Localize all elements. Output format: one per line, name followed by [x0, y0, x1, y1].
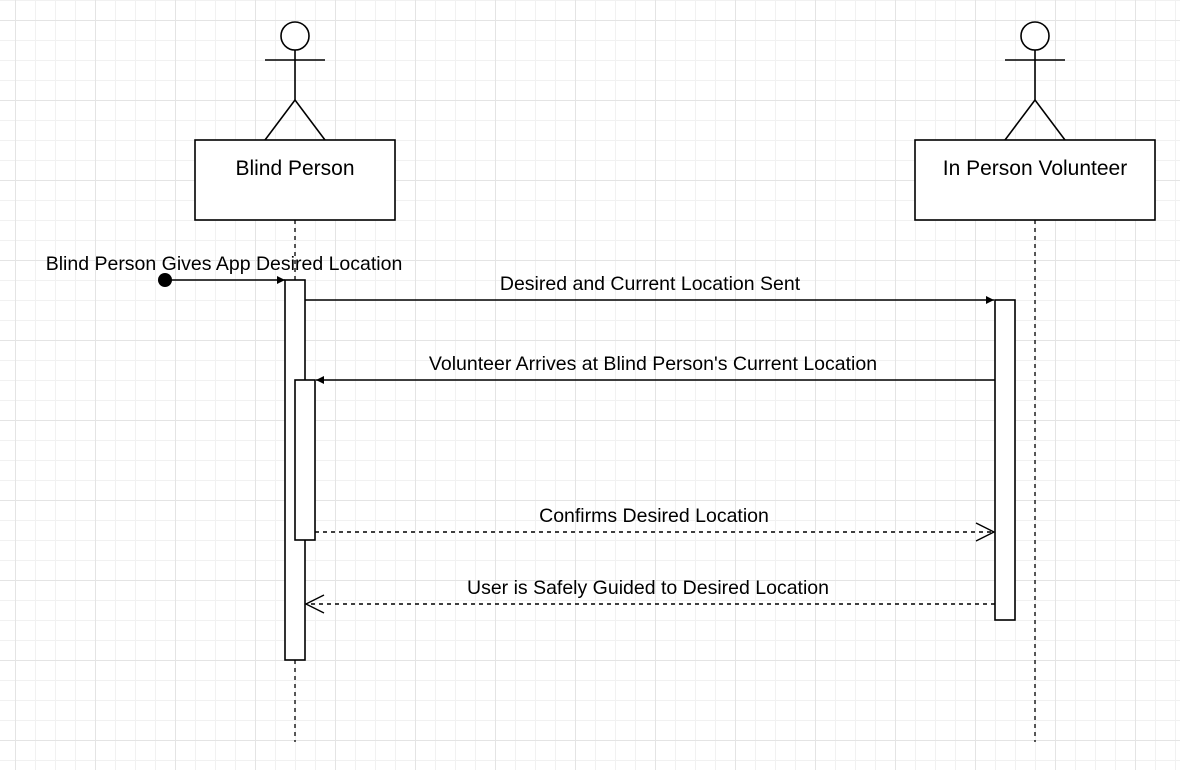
participant-box-blind-person[interactable] — [194, 139, 396, 221]
volunteer-arrives-label: Volunteer Arrives at Blind Person's Curr… — [429, 353, 877, 375]
send-location-label: Desired and Current Location Sent — [500, 273, 801, 295]
guided-arrowhead-icon — [304, 594, 325, 614]
participant-box-volunteer[interactable] — [914, 139, 1156, 221]
activation-bar-volunteer[interactable] — [994, 299, 1016, 621]
participant-label-volunteer: In Person Volunteer — [943, 157, 1127, 180]
actor-volunteer-icon — [1004, 21, 1066, 141]
confirm-arrowhead-icon — [975, 522, 996, 542]
participant-label-blind-person: Blind Person — [235, 157, 354, 180]
confirm-label: Confirms Desired Location — [539, 505, 769, 527]
guided-label: User is Safely Guided to Desired Locatio… — [467, 577, 829, 599]
actor-blind-person-icon — [264, 21, 326, 141]
activation-bar-blind-person-nested[interactable] — [294, 379, 316, 541]
found-message-label: Blind Person Gives App Desired Location — [46, 253, 403, 275]
